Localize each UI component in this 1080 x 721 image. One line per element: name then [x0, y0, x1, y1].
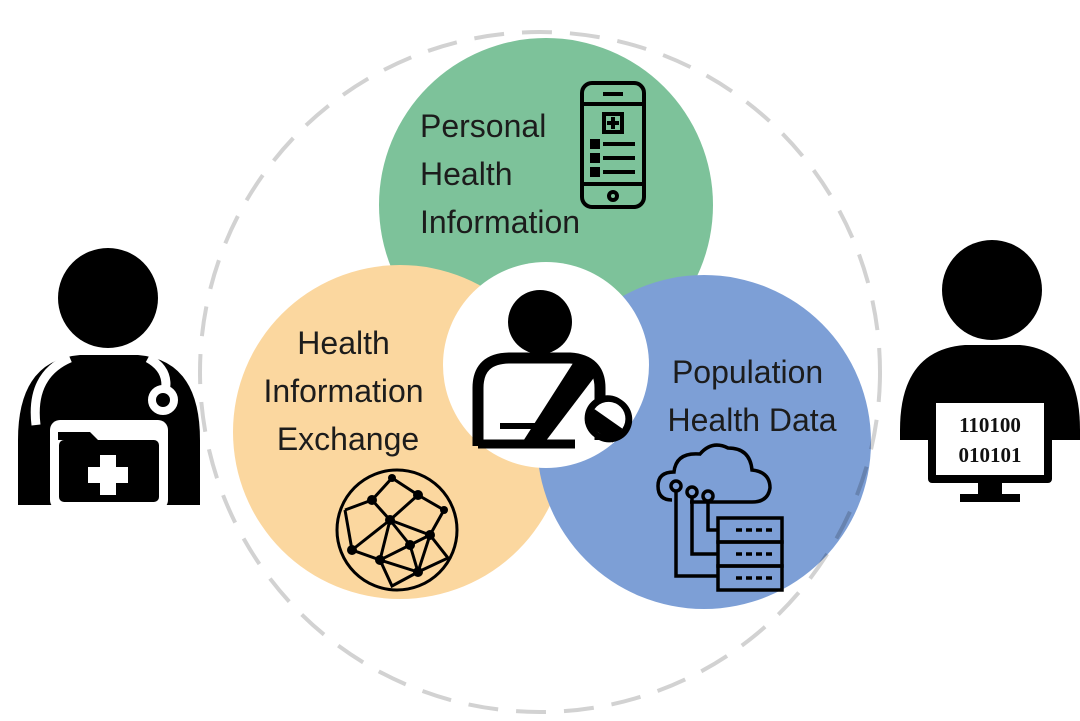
personal-label-line-1: Personal — [420, 108, 546, 144]
exchange-label-line-3: Exchange — [277, 421, 419, 457]
exchange-label-line-2: Information — [264, 373, 424, 409]
binary-line-2: 010101 — [959, 443, 1022, 467]
population-label-line-1: Population — [672, 354, 823, 390]
binary-line-1: 110100 — [959, 413, 1021, 437]
data-analyst-computer-icon: 110100 010101 — [900, 240, 1080, 502]
personal-label-line-3: Information — [420, 204, 580, 240]
network-globe-icon — [335, 468, 459, 592]
exchange-label: Health Information Exchange — [264, 325, 433, 457]
patient-injury-icon — [472, 290, 633, 449]
dashed-ring — [198, 30, 882, 714]
personal-label: Personal Health Information — [420, 108, 580, 240]
population-label-line-2: Health Data — [668, 402, 837, 438]
doctor-folder-icon — [18, 248, 200, 510]
population-label: Population Health Data — [668, 354, 837, 438]
exchange-label-line-1: Health — [297, 325, 390, 361]
mobile-phone-icon — [580, 81, 646, 209]
personal-label-line-2: Health — [420, 156, 513, 192]
cloud-server-icon — [656, 443, 784, 592]
